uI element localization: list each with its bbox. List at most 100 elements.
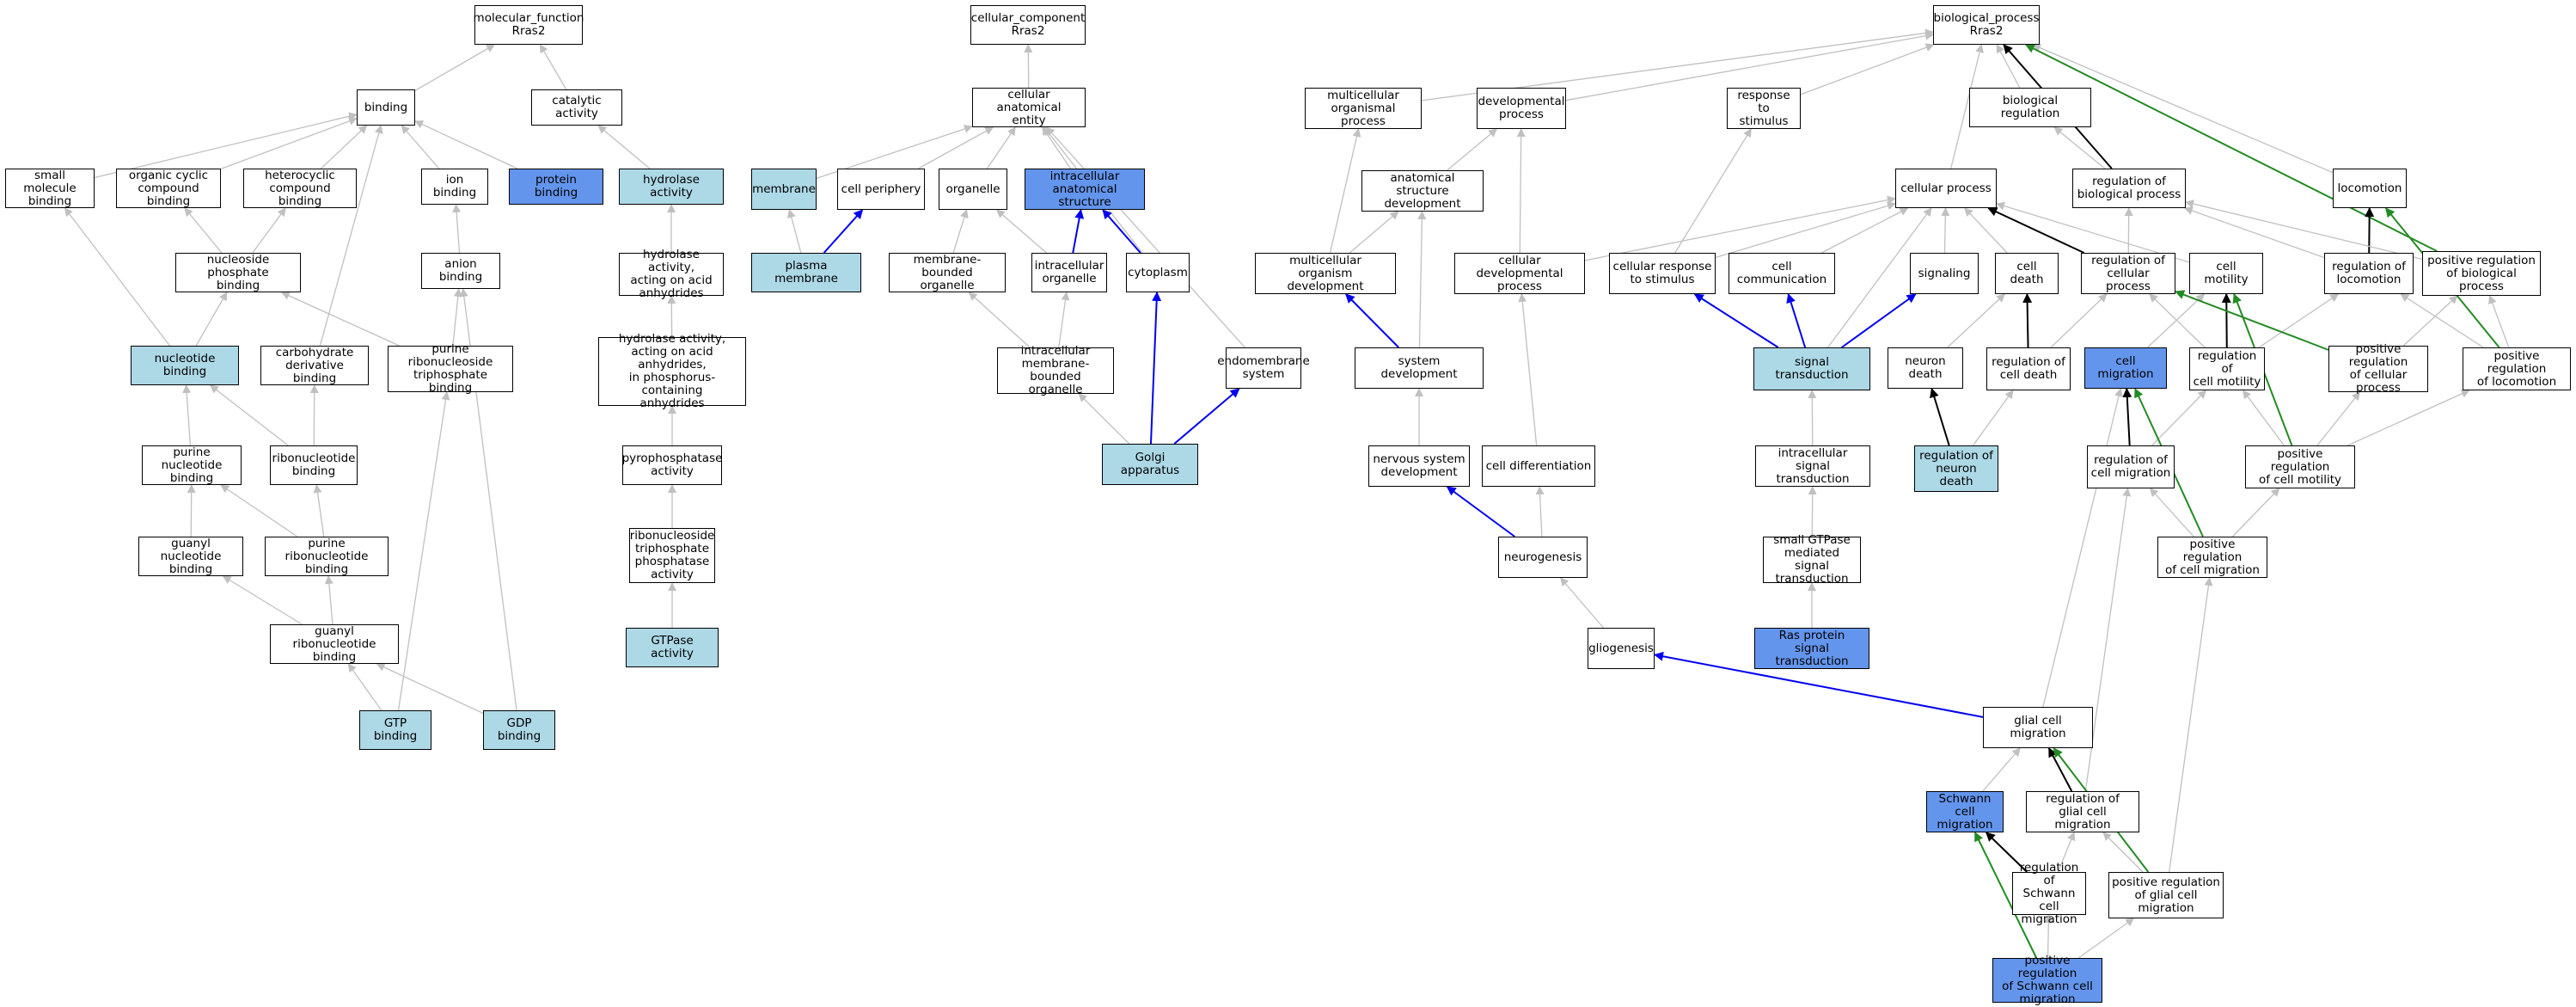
go-term-prcp[interactable]: positive regulation of cellular process: [2328, 343, 2428, 395]
go-term-mf[interactable]: molecular_function Rras2: [474, 5, 584, 45]
go-term-nsd[interactable]: nervous system development: [1368, 445, 1470, 487]
edge-rloco-to-loco: [2365, 207, 2375, 254]
go-term-rgcm[interactable]: regulation of glial cell migration: [2026, 791, 2139, 832]
edge-devp-to-bp: [1565, 31, 1934, 101]
go-term-prntb[interactable]: purine ribonucleoside triphosphate bindi…: [388, 343, 513, 395]
go-term-rcm[interactable]: regulation of cell motility: [2189, 347, 2265, 390]
go-term-pnb[interactable]: purine nucleotide binding: [142, 445, 242, 485]
go-term-cdiff[interactable]: cell differentiation: [1482, 445, 1595, 487]
go-term-hyd3[interactable]: hydrolase activity, acting on acid anhyd…: [598, 333, 746, 410]
edge-imbo-to-intorg: [1058, 292, 1070, 348]
go-term-rts[interactable]: response to stimulus: [1727, 88, 1801, 129]
go-term-gtpase[interactable]: GTPase activity: [626, 628, 719, 667]
edge-rscm-to-scm: [1986, 832, 2028, 873]
go-term-imbo[interactable]: intracellular membrane-bounded organelle: [997, 345, 1114, 396]
go-term-prgcm[interactable]: positive regulation of glial cell migrat…: [2108, 872, 2224, 918]
go-term-rnd[interactable]: regulation of neuron death: [1914, 445, 1998, 492]
go-term-hcb[interactable]: heterocyclic compound binding: [243, 169, 357, 208]
go-term-gtpb[interactable]: GTP binding: [359, 710, 431, 750]
go-term-cellp[interactable]: cellular process: [1895, 169, 1997, 208]
go-term-prcmig[interactable]: positive regulation of cell migration: [2157, 537, 2267, 578]
go-term-prb[interactable]: purine ribonucleotide binding: [265, 537, 389, 576]
go-term-grb[interactable]: guanyl ribonucleotide binding: [270, 624, 399, 664]
go-term-golgi[interactable]: Golgi apparatus: [1102, 444, 1198, 485]
edge-golgi-to-endo: [1173, 388, 1240, 445]
go-term-gdpb[interactable]: GDP binding: [483, 710, 555, 750]
edge-cdp-to-devp: [1516, 128, 1526, 254]
go-term-occb[interactable]: organic cyclic compound binding: [116, 169, 221, 208]
go-term-gcm[interactable]: glial cell migration: [1983, 707, 2093, 748]
go-term-rcp[interactable]: regulation of cellular process: [2081, 253, 2175, 294]
go-term-cmig[interactable]: cell migration: [2084, 347, 2167, 389]
go-term-npb[interactable]: nucleoside phosphate binding: [175, 253, 301, 292]
edge-sysdev-to-asd: [1417, 211, 1427, 348]
go-term-rscm[interactable]: regulation of Schwann cell migration: [2012, 861, 2086, 925]
go-term-mod[interactable]: multicellular organism development: [1255, 253, 1396, 294]
go-term-ionb[interactable]: ion binding: [421, 169, 488, 205]
go-term-hyd2[interactable]: hydrolase activity, acting on acid anhyd…: [619, 249, 724, 300]
edge-breg-to-bp: [1996, 44, 2021, 89]
go-term-cae[interactable]: cellular anatomical entity: [972, 88, 1086, 127]
go-term-ias[interactable]: intracellular anatomical structure: [1025, 169, 1145, 210]
go-term-scm[interactable]: Schwann cell migration: [1926, 791, 2004, 832]
go-term-cyto[interactable]: cytoplasm: [1126, 253, 1190, 292]
go-term-rcd[interactable]: regulation of cell death: [1986, 347, 2071, 390]
go-term-bp[interactable]: biological_process Rras2: [1933, 5, 2040, 45]
edge-prb-to-ribb: [313, 484, 325, 537]
go-term-intorg[interactable]: intracellular organelle: [1031, 253, 1107, 292]
go-term-sgtp[interactable]: small GTPase mediated signal transductio…: [1763, 534, 1861, 586]
go-term-asd[interactable]: anatomical structure development: [1361, 170, 1484, 212]
go-term-carbb[interactable]: carbohydrate derivative binding: [260, 346, 369, 385]
go-term-crs[interactable]: cellular response to stimulus: [1609, 253, 1716, 294]
go-term-glio[interactable]: gliogenesis: [1588, 628, 1655, 669]
go-term-sigtr[interactable]: signal transduction: [1753, 347, 1870, 390]
go-term-ribb[interactable]: ribonucleotide binding: [270, 445, 358, 485]
go-term-cmot[interactable]: cell motility: [2189, 253, 2263, 294]
go-term-ccom[interactable]: cell communication: [1729, 253, 1835, 294]
go-term-mop[interactable]: multicellular organismal process: [1305, 88, 1422, 129]
go-term-sysdev[interactable]: system development: [1355, 347, 1484, 389]
go-term-neurog[interactable]: neurogenesis: [1498, 537, 1588, 578]
go-term-ndeath[interactable]: neuron death: [1888, 347, 1963, 389]
edge-rcm-to-rcp: [2149, 293, 2206, 348]
go-term-gnb[interactable]: guanyl nucleotide binding: [138, 537, 243, 576]
edge-rnd-to-ndeath: [1930, 388, 1950, 446]
go-term-rbp[interactable]: regulation of biological process: [2072, 169, 2186, 208]
go-term-smb[interactable]: small molecule binding: [5, 169, 95, 208]
go-term-cdeath[interactable]: cell death: [1995, 253, 2059, 294]
go-term-mbo[interactable]: membrane-bounded organelle: [889, 253, 1006, 292]
go-term-catact[interactable]: catalytic activity: [531, 89, 622, 126]
go-term-binding[interactable]: binding: [357, 89, 415, 126]
edge-gnb-to-pnb: [187, 484, 196, 537]
edge-golgi-to-imbo: [1078, 393, 1130, 445]
go-term-rcmig[interactable]: regulation of cell migration: [2087, 445, 2175, 488]
go-term-hydact[interactable]: hydrolase activity: [619, 169, 724, 205]
go-term-nucb[interactable]: nucleotide binding: [131, 346, 239, 385]
go-term-loco[interactable]: locomotion: [2333, 169, 2407, 208]
go-term-prloco[interactable]: positive regulation of locomotion: [2463, 347, 2571, 390]
edge-prntb-to-npb: [280, 292, 400, 347]
go-term-cperiph[interactable]: cell periphery: [837, 169, 925, 210]
go-term-protb[interactable]: protein binding: [509, 169, 603, 205]
go-term-ist[interactable]: intracellular signal transduction: [1755, 445, 1870, 487]
go-term-prcmot[interactable]: positive regulation of cell motility: [2245, 445, 2355, 488]
go-term-sig[interactable]: signaling: [1910, 253, 1979, 294]
go-term-devp[interactable]: developmental process: [1477, 88, 1566, 129]
go-term-pm[interactable]: plasma membrane: [751, 253, 861, 292]
go-term-cc[interactable]: cellular_component Rras2: [970, 5, 1086, 45]
edge-cmot-to-cellp: [1996, 201, 2190, 263]
go-term-ntpa[interactable]: ribonucleoside triphosphate phosphatase …: [629, 528, 715, 583]
edge-prcmot-to-rcm: [2243, 390, 2285, 446]
go-term-prbp[interactable]: positive regulation of biological proces…: [2422, 251, 2541, 296]
go-term-prscm[interactable]: positive regulation of Schwann cell migr…: [1992, 955, 2102, 1006]
go-term-anionb[interactable]: anion binding: [421, 253, 500, 289]
go-term-cdp[interactable]: cellular developmental process: [1454, 253, 1585, 294]
edge-imbo-to-mbo: [968, 292, 1031, 348]
go-term-membrane[interactable]: membrane: [751, 169, 817, 210]
go-term-pyro[interactable]: pyrophosphatase activity: [622, 445, 722, 485]
go-term-rloco[interactable]: regulation of locomotion: [2324, 253, 2414, 294]
go-term-breg[interactable]: biological regulation: [1969, 88, 2091, 127]
go-term-rasst[interactable]: Ras protein signal transduction: [1754, 628, 1869, 669]
go-term-organelle[interactable]: organelle: [939, 169, 1007, 210]
go-term-endo[interactable]: endomembrane system: [1217, 347, 1310, 389]
